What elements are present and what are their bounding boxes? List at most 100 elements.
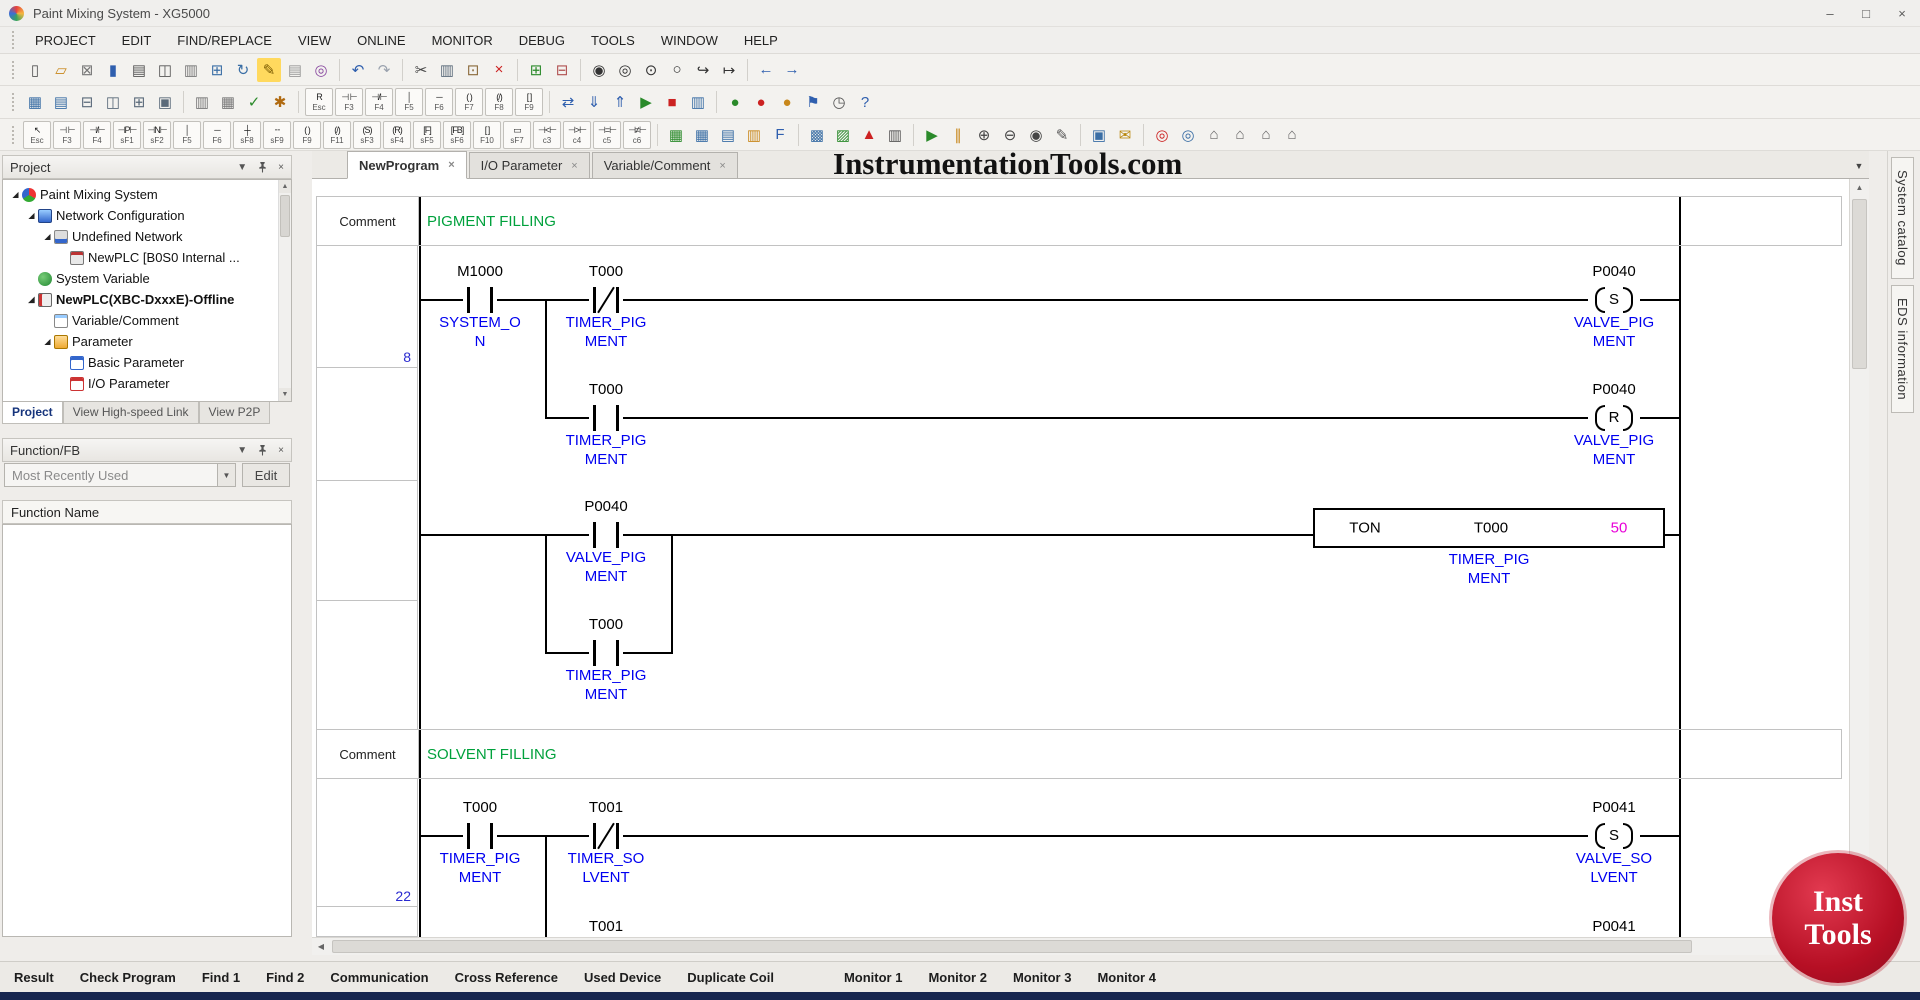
contact-T001-nc[interactable]: [589, 820, 623, 852]
expand-arrow-icon[interactable]: ◢: [25, 211, 38, 220]
find-icon[interactable]: ◉: [587, 58, 611, 82]
monitor-mode-icon[interactable]: ▥: [686, 90, 710, 114]
led-red-icon[interactable]: ●: [749, 90, 773, 114]
ld-select-button[interactable]: ↖Esc: [23, 121, 51, 149]
tree-item-network-configuration[interactable]: ◢Network Configuration: [3, 205, 277, 226]
step-forward-icon[interactable]: →: [780, 58, 804, 82]
ld-extend-button[interactable]: ▭sF7: [503, 121, 531, 149]
il-f7-button[interactable]: ( )F7: [455, 88, 483, 116]
tab-close-icon[interactable]: ×: [719, 160, 725, 172]
scroll-up-icon[interactable]: ▲: [1850, 179, 1869, 195]
tree-item-system-variable[interactable]: System Variable: [3, 268, 277, 289]
refresh-icon[interactable]: ↻: [231, 58, 255, 82]
contact-P0040[interactable]: [589, 519, 623, 551]
connect-icon[interactable]: ⇄: [556, 90, 580, 114]
ld-del-hline-button[interactable]: ╌sF9: [263, 121, 291, 149]
rung-margin-cell[interactable]: 8: [316, 245, 418, 368]
clock-icon[interactable]: ◷: [827, 90, 851, 114]
edit-button[interactable]: Edit: [242, 463, 290, 487]
ld-contact-no-button[interactable]: ⊣ ⊢F3: [53, 121, 81, 149]
tab-newprogram[interactable]: NewProgram×: [347, 151, 467, 179]
expand-arrow-icon[interactable]: ◢: [41, 337, 54, 346]
coil-P0040-reset[interactable]: R: [1588, 402, 1640, 434]
coil-P0040-set[interactable]: S: [1588, 284, 1640, 316]
il-f5-button[interactable]: │F5: [395, 88, 423, 116]
find-device-icon[interactable]: ◉: [1024, 123, 1048, 147]
pause-monitor-icon[interactable]: ∥: [946, 123, 970, 147]
rung-margin-cell[interactable]: 22: [316, 778, 418, 907]
goto-icon[interactable]: ↪: [691, 58, 715, 82]
ld-cmp-eq-button[interactable]: ⊣=⊢c5: [593, 121, 621, 149]
result-tab-find-1[interactable]: Find 1: [202, 970, 240, 985]
il-esc-button[interactable]: REsc: [305, 88, 333, 116]
editor-horizontal-scrollbar[interactable]: ◀ ▶: [312, 937, 1849, 955]
ld-coil-set-button[interactable]: (S)sF3: [353, 121, 381, 149]
tree-item-variable-comment[interactable]: Variable/Comment: [3, 310, 277, 331]
comment-row[interactable]: Comment SOLVENT FILLING: [316, 729, 1842, 779]
delete-icon[interactable]: ×: [487, 58, 511, 82]
copy-icon[interactable]: ▥: [435, 58, 459, 82]
split-vertical-icon[interactable]: ◫: [101, 90, 125, 114]
menu-project[interactable]: PROJECT: [22, 27, 109, 53]
cut-icon[interactable]: ✂: [409, 58, 433, 82]
build-icon[interactable]: ✱: [268, 90, 292, 114]
write-plc-icon[interactable]: ⇓: [582, 90, 606, 114]
breakpoint-icon[interactable]: ◎: [1150, 123, 1174, 147]
chevron-down-icon[interactable]: ▼: [237, 445, 247, 456]
ld-cmp-ne-button[interactable]: ⊣≠⊢c6: [623, 121, 651, 149]
il-f9-button[interactable]: [ ]F9: [515, 88, 543, 116]
ladder-editor[interactable]: 8 22 Comment PIGMENT FILLING Comment SOL…: [312, 179, 1849, 937]
contact-T000-nc[interactable]: [589, 284, 623, 316]
side-tab-system-catalog[interactable]: System catalog: [1891, 157, 1914, 279]
page-setup-icon[interactable]: ▥: [179, 58, 203, 82]
editor-vertical-scrollbar[interactable]: ▲ ▼: [1849, 179, 1869, 937]
il-f8-button[interactable]: (/)F8: [485, 88, 513, 116]
minimize-button[interactable]: –: [1812, 0, 1848, 26]
print-icon[interactable]: ▤: [127, 58, 151, 82]
save-project-icon[interactable]: ▮: [101, 58, 125, 82]
stop-mode-icon[interactable]: ■: [660, 90, 684, 114]
open-project-icon[interactable]: ▱: [49, 58, 73, 82]
contact-T000[interactable]: [463, 820, 497, 852]
contact-T000[interactable]: [589, 402, 623, 434]
ld-coil-nc-button[interactable]: (/)F11: [323, 121, 351, 149]
il-f4-button[interactable]: ⊣/⊢F4: [365, 88, 393, 116]
rung-margin-cell[interactable]: [316, 480, 418, 601]
local-variables-icon[interactable]: ▦: [690, 123, 714, 147]
tree-item-basic-parameter[interactable]: Basic Parameter: [3, 352, 277, 373]
il-f6-button[interactable]: ─F6: [425, 88, 453, 116]
zoom-in-icon[interactable]: ⊕: [972, 123, 996, 147]
tab-variable-comment[interactable]: Variable/Comment×: [592, 152, 738, 178]
result-tab-communication[interactable]: Communication: [330, 970, 428, 985]
rung-margin-cell[interactable]: [316, 600, 418, 730]
panel-tab-view-high-speed-link[interactable]: View High-speed Link: [63, 402, 199, 424]
new-window-icon[interactable]: ⊞: [205, 58, 229, 82]
module-3-icon[interactable]: ⌂: [1254, 123, 1278, 147]
ld-instruction-button[interactable]: [ ]F10: [473, 121, 501, 149]
tab-list-arrow-icon[interactable]: ▼: [1849, 154, 1869, 178]
step-back-icon[interactable]: ←: [754, 58, 778, 82]
paste-icon[interactable]: ⊡: [461, 58, 485, 82]
ld-coil-button[interactable]: ( )F9: [293, 121, 321, 149]
used-device-view-icon[interactable]: ▦: [216, 90, 240, 114]
ld-cmp-lt-button[interactable]: ⊣<⊢c3: [533, 121, 561, 149]
capture-icon[interactable]: ◎: [309, 58, 333, 82]
ld-function-button[interactable]: [F]sF5: [413, 121, 441, 149]
flag-icon[interactable]: ⚑: [801, 90, 825, 114]
goto-rung-icon[interactable]: ↦: [717, 58, 741, 82]
menu-view[interactable]: VIEW: [285, 27, 344, 53]
check-program-tool-icon[interactable]: ✓: [242, 90, 266, 114]
contact-M1000[interactable]: [463, 284, 497, 316]
expand-arrow-icon[interactable]: ◢: [41, 232, 54, 241]
edit-mode-icon[interactable]: ✎: [1050, 123, 1074, 147]
il-f3-button[interactable]: ⊣ ⊢F3: [335, 88, 363, 116]
tile-windows-icon[interactable]: ▣: [153, 90, 177, 114]
find-next-icon[interactable]: ◎: [613, 58, 637, 82]
menu-online[interactable]: ONLINE: [344, 27, 418, 53]
menu-tools[interactable]: TOOLS: [578, 27, 648, 53]
function-list-area[interactable]: [2, 524, 292, 937]
menu-edit[interactable]: EDIT: [109, 27, 165, 53]
start-monitor-icon[interactable]: ▶: [920, 123, 944, 147]
panel-tab-project[interactable]: Project: [2, 402, 63, 424]
ld-contact-p-button[interactable]: ⊣P⊢sF1: [113, 121, 141, 149]
